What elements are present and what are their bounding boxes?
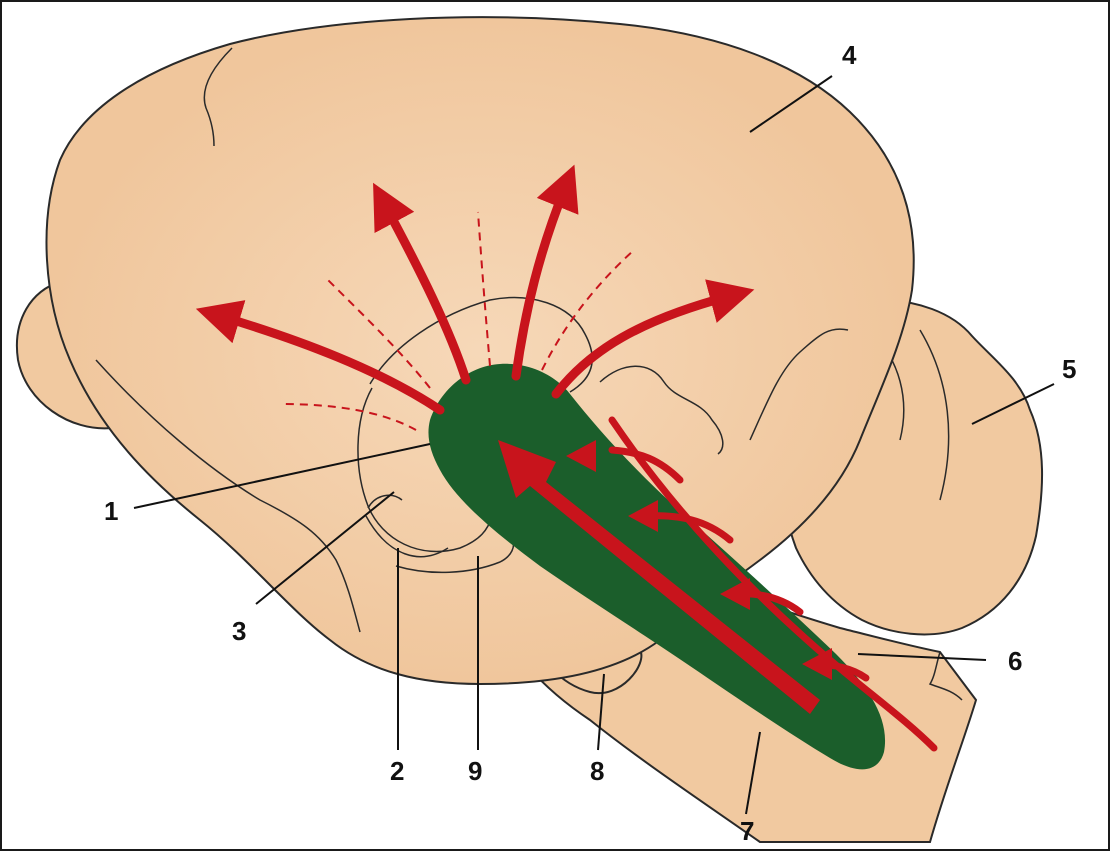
label-4: 4: [842, 40, 857, 70]
label-9: 9: [468, 756, 482, 786]
label-7: 7: [740, 816, 754, 846]
label-2: 2: [390, 756, 404, 786]
label-5: 5: [1062, 354, 1076, 384]
label-3: 3: [232, 616, 246, 646]
cerebral-hemisphere: [47, 17, 914, 684]
label-1: 1: [104, 496, 118, 526]
label-8: 8: [590, 756, 604, 786]
label-6: 6: [1008, 646, 1022, 676]
